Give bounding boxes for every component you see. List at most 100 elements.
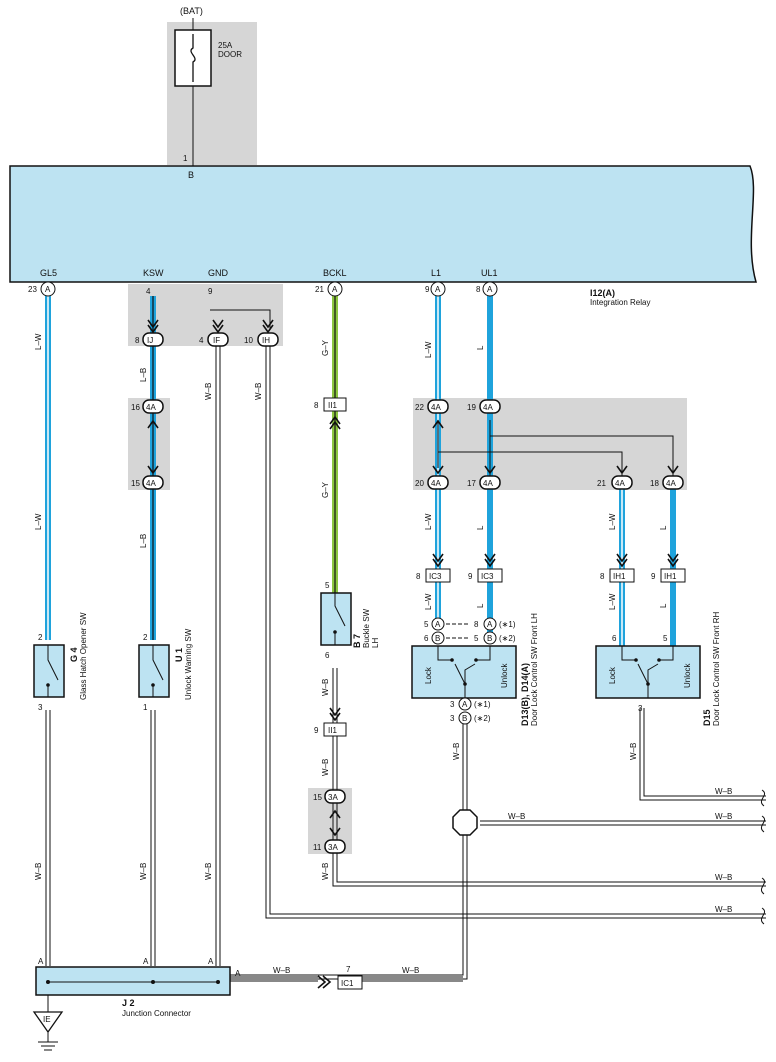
svg-text:18: 18: [650, 479, 659, 488]
svg-text:3: 3: [38, 703, 43, 712]
svg-text:II1: II1: [328, 401, 337, 410]
svg-text:W–B: W–B: [508, 812, 525, 821]
svg-text:IH1: IH1: [613, 572, 626, 581]
svg-text:3: 3: [450, 700, 455, 709]
svg-text:8: 8: [416, 572, 421, 581]
svg-text:W–B: W–B: [715, 905, 732, 914]
svg-text:W–B: W–B: [452, 743, 461, 760]
svg-text:(∗1): (∗1): [474, 700, 491, 709]
svg-text:A: A: [462, 700, 468, 709]
svg-text:3A: 3A: [328, 843, 338, 852]
svg-text:W–B: W–B: [273, 966, 290, 975]
svg-text:L: L: [476, 525, 485, 530]
svg-text:W–B: W–B: [629, 743, 638, 760]
svg-text:4A: 4A: [146, 479, 156, 488]
svg-text:7: 7: [346, 965, 351, 974]
g4-glass-hatch-switch: 2 3 G 4 Glass Hatch Opener SW: [33, 612, 88, 712]
svg-text:(∗1): (∗1): [499, 620, 516, 629]
svg-text:L–B: L–B: [139, 368, 148, 382]
svg-text:W–B: W–B: [204, 383, 213, 400]
svg-text:23: 23: [28, 285, 37, 294]
svg-text:A: A: [487, 620, 493, 629]
svg-text:GND: GND: [208, 268, 229, 278]
b7-buckle-switch: 5 6 B 7 Buckle SW LH: [320, 581, 380, 660]
svg-text:A: A: [332, 285, 338, 294]
svg-text:4A: 4A: [431, 403, 441, 412]
svg-text:GL5: GL5: [40, 268, 57, 278]
svg-text:Door Lock Control SW Front RH: Door Lock Control SW Front RH: [712, 612, 721, 726]
svg-text:1: 1: [183, 154, 188, 163]
svg-text:Lock: Lock: [608, 666, 617, 684]
svg-text:L1: L1: [431, 268, 441, 278]
svg-text:U 1: U 1: [174, 648, 184, 662]
svg-text:B: B: [462, 714, 467, 723]
svg-text:Unlock: Unlock: [683, 663, 692, 688]
svg-text:LH: LH: [371, 638, 380, 648]
svg-text:15: 15: [313, 793, 322, 802]
svg-text:W–B: W–B: [321, 759, 330, 776]
svg-text:10: 10: [244, 336, 253, 345]
svg-text:L–W: L–W: [608, 593, 617, 610]
svg-text:L–W: L–W: [34, 333, 43, 350]
svg-text:9: 9: [314, 726, 319, 735]
svg-text:W–B: W–B: [715, 787, 732, 796]
svg-text:A: A: [435, 285, 441, 294]
wire-labels: L–W L–W L–B L–B W–B W–B G–Y G–Y L–W L L–…: [34, 333, 732, 975]
svg-text:UL1: UL1: [481, 268, 498, 278]
svg-text:25A: 25A: [218, 41, 233, 50]
svg-text:11: 11: [313, 843, 322, 852]
svg-text:IF: IF: [213, 336, 220, 345]
relay-pins: A23 4 9 A21 A9 A8: [28, 281, 498, 297]
svg-text:IH1: IH1: [664, 572, 677, 581]
svg-text:II1: II1: [328, 726, 337, 735]
svg-text:IH: IH: [262, 336, 270, 345]
svg-text:15: 15: [131, 479, 140, 488]
svg-text:DOOR: DOOR: [218, 50, 242, 59]
svg-text:Buckle SW: Buckle SW: [362, 608, 371, 648]
svg-text:(∗2): (∗2): [474, 714, 491, 723]
svg-text:Door Lock Control SW Front LH: Door Lock Control SW Front LH: [530, 613, 539, 726]
svg-text:(∗2): (∗2): [499, 634, 516, 643]
svg-text:1: 1: [143, 703, 148, 712]
svg-text:L–W: L–W: [608, 513, 617, 530]
svg-text:2: 2: [143, 633, 148, 642]
svg-text:IE: IE: [43, 1015, 51, 1024]
svg-text:4A: 4A: [483, 479, 493, 488]
svg-text:L: L: [476, 345, 485, 350]
svg-text:8: 8: [314, 401, 319, 410]
svg-text:5: 5: [663, 634, 668, 643]
svg-text:3: 3: [450, 714, 455, 723]
svg-text:4A: 4A: [146, 403, 156, 412]
svg-text:9: 9: [468, 572, 473, 581]
svg-text:W–B: W–B: [321, 863, 330, 880]
svg-text:W–B: W–B: [715, 873, 732, 882]
svg-text:19: 19: [467, 403, 476, 412]
svg-text:G 4: G 4: [69, 647, 79, 662]
svg-text:L: L: [659, 603, 668, 608]
svg-text:W–B: W–B: [204, 863, 213, 880]
splice-point: [452, 809, 478, 836]
ground-ie: IE: [32, 1011, 64, 1051]
svg-text:W–B: W–B: [402, 966, 419, 975]
svg-text:L–W: L–W: [34, 513, 43, 530]
svg-text:20: 20: [415, 479, 424, 488]
svg-text:Unlock: Unlock: [500, 663, 509, 688]
svg-text:W–B: W–B: [254, 383, 263, 400]
svg-text:IC1: IC1: [341, 979, 354, 988]
svg-text:B: B: [435, 634, 440, 643]
svg-text:Lock: Lock: [424, 666, 433, 684]
u1-unlock-warning-switch: 2 1 U 1 Unlock Warning SW: [138, 628, 193, 712]
svg-text:4A: 4A: [666, 479, 676, 488]
svg-text:16: 16: [131, 403, 140, 412]
svg-text:2: 2: [38, 633, 43, 642]
svg-text:A: A: [143, 957, 149, 966]
svg-text:A: A: [235, 969, 241, 978]
svg-text:A: A: [487, 285, 493, 294]
svg-text:Integration Relay: Integration Relay: [590, 298, 650, 307]
svg-text:L–W: L–W: [424, 513, 433, 530]
shaded-regions: [128, 22, 687, 854]
svg-text:3A: 3A: [328, 793, 338, 802]
svg-text:8: 8: [135, 336, 140, 345]
svg-text:L: L: [476, 603, 485, 608]
svg-text:(BAT): (BAT): [180, 6, 203, 16]
